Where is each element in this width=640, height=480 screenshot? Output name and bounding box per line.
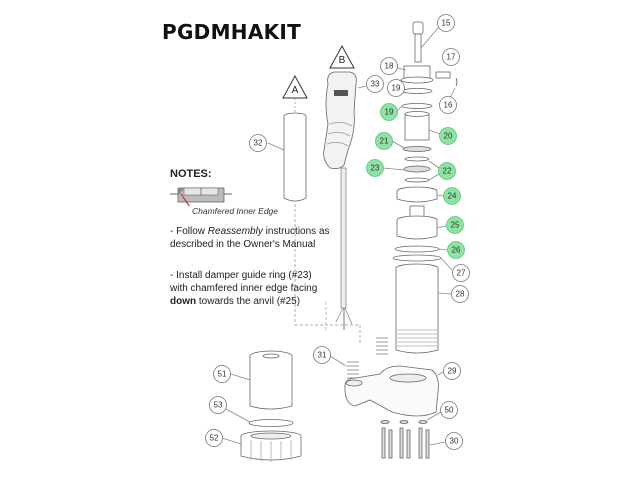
callout-31: 31 xyxy=(313,346,331,364)
part-18-cap xyxy=(396,65,434,84)
note2-rest: towards the anvil (#25) xyxy=(196,296,301,307)
svg-text:50: 50 xyxy=(445,406,454,415)
callout-32: 32 xyxy=(249,134,267,152)
callout-29: 29 xyxy=(443,362,461,380)
note-reassembly: - Follow Reassembly instructions as desc… xyxy=(170,225,330,251)
svg-text:51: 51 xyxy=(218,370,227,379)
svg-text:21: 21 xyxy=(380,137,389,146)
svg-text:32: 32 xyxy=(254,139,263,148)
part-53-ring xyxy=(225,408,294,427)
callout-18: 18 xyxy=(380,57,398,75)
svg-text:22: 22 xyxy=(443,167,452,176)
callout-17: 17 xyxy=(442,48,460,66)
callout-50: 50 xyxy=(440,401,458,419)
callout-33: 33 xyxy=(366,75,384,93)
svg-text:27: 27 xyxy=(457,269,466,278)
part-51-sleeve xyxy=(230,350,293,410)
callout-19: 19 xyxy=(387,79,405,97)
part-52-nut xyxy=(221,430,302,462)
part-50-30-bolts xyxy=(380,411,446,459)
svg-text:20: 20 xyxy=(444,132,453,141)
callout-53: 53 xyxy=(209,396,227,414)
part-32-tube xyxy=(267,112,361,345)
callout-16: 16 xyxy=(439,96,457,114)
callout-27: 27 xyxy=(452,264,470,282)
part-21-22-23-rings xyxy=(382,140,440,183)
svg-text:23: 23 xyxy=(371,164,380,173)
callout-22: 22 xyxy=(438,162,456,180)
note1-emphasis: Reassembly xyxy=(207,226,263,237)
svg-text:30: 30 xyxy=(450,437,459,446)
part-26-27-rings xyxy=(392,245,453,271)
svg-text:33: 33 xyxy=(371,80,380,89)
svg-text:16: 16 xyxy=(444,101,453,110)
callout-25: 25 xyxy=(446,216,464,234)
svg-text:19: 19 xyxy=(392,84,401,93)
svg-text:29: 29 xyxy=(448,367,457,376)
chamfer-label: Chamfered Inner Edge xyxy=(192,206,278,216)
part-25-anvil xyxy=(396,205,447,240)
part-29-base xyxy=(344,365,444,417)
note-damper-guide: - Install damper guide ring (#23) with c… xyxy=(170,269,330,308)
notes-panel: NOTES: Chamfered Inner Edge - Follow Rea… xyxy=(170,168,330,307)
callout-20: 20 xyxy=(439,127,457,145)
diagram-title: PGDMHAKIT xyxy=(162,20,302,44)
svg-text:25: 25 xyxy=(451,221,460,230)
note1-prefix: - Follow xyxy=(170,226,208,237)
note2-prefix: - Install damper guide ring (#23) with c… xyxy=(170,270,318,294)
callout-30: 30 xyxy=(445,432,463,450)
marker-a xyxy=(282,74,308,112)
svg-text:18: 18 xyxy=(385,62,394,71)
note2-bold: down xyxy=(170,296,197,307)
callout-23: 23 xyxy=(366,159,384,177)
callout-24: 24 xyxy=(443,187,461,205)
part-33-handle xyxy=(323,71,367,330)
marker-b xyxy=(329,44,355,69)
callout-28: 28 xyxy=(451,285,469,303)
svg-text:31: 31 xyxy=(318,351,327,360)
note1-rest: instructions as described in the Owner's… xyxy=(170,226,330,250)
svg-text:24: 24 xyxy=(448,192,457,201)
svg-text:19: 19 xyxy=(385,108,394,117)
chamfer-diagram-icon xyxy=(170,187,232,206)
part-16-spring-pin xyxy=(449,77,458,99)
callout-52: 52 xyxy=(205,429,223,447)
part-24-collar xyxy=(396,186,444,203)
part-17-pin xyxy=(435,71,451,79)
svg-text:52: 52 xyxy=(210,434,219,443)
part-31-springs xyxy=(329,337,388,379)
callout-51: 51 xyxy=(213,365,231,383)
marker-b-label: B xyxy=(339,55,346,66)
svg-text:17: 17 xyxy=(447,53,456,62)
svg-text:26: 26 xyxy=(452,246,461,255)
callout-15: 15 xyxy=(437,14,455,32)
callout-26: 26 xyxy=(447,241,465,259)
marker-a-label: A xyxy=(292,85,299,96)
callout-19: 19 xyxy=(380,103,398,121)
part-20-cylinder xyxy=(404,111,441,141)
callout-group: 15 17 18 33 19 16 19 20 21 32 23 22 24 25 26 27 28 31 51 29… xyxy=(205,14,470,450)
svg-text:15: 15 xyxy=(442,19,451,28)
part-28-housing xyxy=(395,263,452,354)
notes-heading: NOTES: xyxy=(170,168,212,180)
svg-text:53: 53 xyxy=(214,401,223,410)
callout-21: 21 xyxy=(375,132,393,150)
svg-text:28: 28 xyxy=(456,290,465,299)
part-15-rod xyxy=(412,21,439,63)
